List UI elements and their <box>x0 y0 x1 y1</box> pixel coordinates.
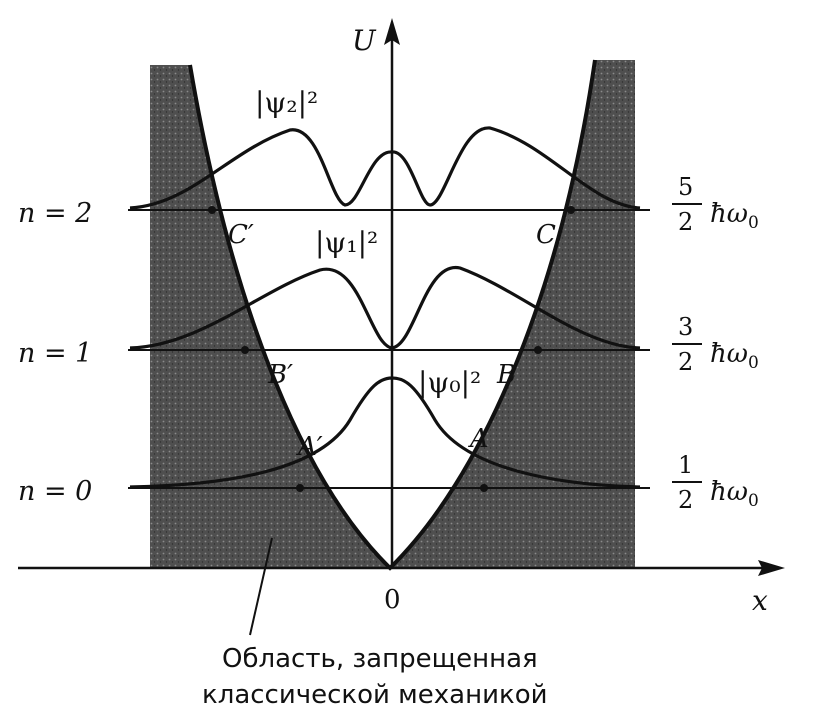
y-axis-arrow-icon <box>384 18 400 45</box>
point-label-b: B <box>496 360 516 390</box>
x-axis-arrow-icon <box>758 560 785 576</box>
caption-pointer-line <box>249 537 273 636</box>
point-c-prime-marker <box>208 206 216 214</box>
energy-numerator-n2: 5 <box>678 173 693 201</box>
level-label-n1: n = 1 <box>18 338 92 369</box>
psi2-density-curve <box>129 126 641 210</box>
energy-denominator-n2: 2 <box>678 208 693 236</box>
psi2-label: |ψ₂|² <box>255 86 318 119</box>
psi0-label: |ψ₀|² <box>418 366 481 399</box>
point-a-marker <box>480 484 488 492</box>
y-axis-label: U <box>352 24 377 57</box>
energy-unit-n2: ħω0 <box>710 199 759 233</box>
forbidden-region-right <box>392 60 635 568</box>
forbidden-region-left <box>150 65 390 568</box>
energy-denominator-n1: 2 <box>678 348 693 376</box>
level-label-n2: n = 2 <box>18 198 92 229</box>
psi1-density-curve <box>129 266 641 350</box>
psi1-label: |ψ₁|² <box>315 226 378 259</box>
potential-curve <box>188 59 597 571</box>
psi0-density-curve <box>129 376 641 489</box>
level-label-n0: n = 0 <box>18 476 92 507</box>
point-b-prime-marker <box>241 346 249 354</box>
point-label-c-prime: C′ <box>228 220 254 250</box>
energy-unit-main-n1: ħω <box>710 339 748 369</box>
point-c-marker <box>567 206 575 214</box>
energy-numerator-n0: 1 <box>678 451 693 479</box>
energy-unit-sub-n1: 0 <box>748 353 759 373</box>
point-label-a: A <box>468 424 489 454</box>
energy-unit-main-n0: ħω <box>710 477 748 507</box>
x-axis-label: x <box>752 584 768 617</box>
energy-unit-sub-n2: 0 <box>748 213 759 233</box>
caption-line-2: классической механикой <box>202 680 548 710</box>
energy-unit-n0: ħω0 <box>710 477 759 511</box>
energy-unit-sub-n0: 0 <box>748 491 759 511</box>
point-label-c: C <box>536 220 556 250</box>
point-b-marker <box>534 346 542 354</box>
point-label-b-prime: B′ <box>267 360 293 390</box>
point-a-prime-marker <box>296 484 304 492</box>
energy-numerator-n1: 3 <box>678 313 693 341</box>
energy-unit-main-n2: ħω <box>710 199 748 229</box>
point-label-a-prime: A′ <box>296 432 323 462</box>
origin-label: 0 <box>384 585 401 615</box>
caption-line-1: Область, запрещенная <box>222 644 538 674</box>
energy-denominator-n0: 2 <box>678 486 693 514</box>
energy-unit-n1: ħω0 <box>710 339 759 373</box>
